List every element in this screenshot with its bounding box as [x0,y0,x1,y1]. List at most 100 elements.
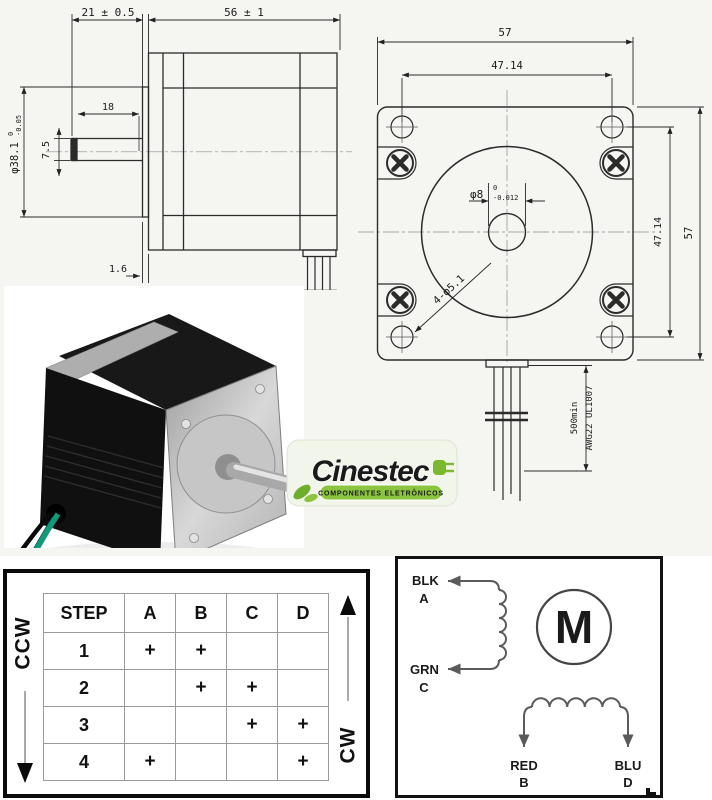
pilot-boss [141,86,150,218]
motor-photo [4,286,304,548]
phase-cell [226,743,278,781]
laminations [43,435,165,509]
cw-label-wrap: CW [332,709,364,781]
centerlines [358,90,658,362]
leaf-icon [304,493,318,503]
side-view-dim-lines [20,14,341,283]
coil-a-c [448,575,507,675]
phase-cell [124,706,176,744]
phase-cell [277,669,329,707]
front-view-drawing: 57 47.14 φ8 0 -0.012 4-φ5.1 47.14 57 500… [358,26,704,501]
dim-shaft-tol-lower: -0.012 [493,194,518,202]
terminal-red: RED [510,758,537,773]
lead-spec-note: AWG22 UL1007 [585,385,595,450]
shaft-circle [487,212,527,252]
terminal-blk: BLK [412,573,439,588]
step-number: 2 [43,669,125,707]
shaft-end-face [70,137,78,162]
col-header-d: D [277,593,329,633]
dim-pilot-dia: φ38.1 [9,142,21,174]
table-row: 3 + + [43,706,329,744]
ccw-arrow-line [24,691,26,765]
ccw-label-wrap: CCW [7,599,41,687]
dim-shaft-dia: φ8 [470,188,483,201]
phase-cell [124,669,176,707]
dim-hole-spacing-right: 47.14 [653,217,664,247]
pilot-circle [420,145,594,319]
col-header-a: A [124,593,176,633]
terminal-blk-phase: A [419,591,429,606]
dim-flat-length: 18 [102,102,114,113]
phillips-screws [386,149,630,314]
dim-width: 57 [498,26,511,39]
terminal-grn-phase: C [419,680,429,695]
cw-label: CW [336,726,359,764]
dim-pilot-tol-upper: 0 [7,132,15,136]
corner-mark [646,788,656,795]
wiring-diagram: M BLK A GRN C RED B BLU D [410,573,656,795]
hole-crosshairs [386,111,628,353]
dim-height: 57 [683,227,695,240]
col-header-c: C [226,593,278,633]
phase-cell [226,632,278,670]
phase-cell [175,743,227,781]
lead-wires [493,367,521,501]
step-number: 3 [43,706,125,744]
phase-cell: + [124,632,176,670]
phase-cell: + [277,706,329,744]
dim-boss-thickness: 1.6 [109,264,127,275]
brand-logo: Cinestec COMPONENTES ELETRÔNICOS [286,439,458,507]
ccw-arrow-head [17,763,33,783]
lead-wire-bushing [302,249,337,258]
coil-b-d [518,697,634,747]
cw-arrow-line [347,617,349,701]
phase-cell [277,632,329,670]
phase-cell [175,706,227,744]
dim-shaft-total: 21 ± 0.5 [82,6,135,19]
dim-body-length: 56 ± 1 [224,6,264,19]
terminal-red-phase: B [519,775,528,790]
lead-length-note: 500min [570,402,580,435]
table-row: 4 + + [43,743,329,781]
brand-name: Cinestec [311,455,429,488]
shaft-highlight [233,464,297,485]
flange-screws [181,384,273,543]
shaft [226,462,304,494]
motor-side-outline [70,52,338,290]
wire-black [20,512,52,548]
motor-symbol-label: M [555,601,593,653]
phase-cell: + [226,706,278,744]
col-header-b: B [175,593,227,633]
dim-shaft-dia: 7.5 [41,141,52,159]
side-view-drawing: 21 ± 0.5 56 ± 1 18 7.5 φ38.1 0 -0.05 1.6 [7,6,352,290]
brand-tagline: COMPONENTES ELETRÔNICOS [318,489,444,498]
leaf-icon [293,484,311,500]
terminal-blu-phase: D [623,775,632,790]
phase-cell: + [175,669,227,707]
wiring-diagram-panel: M BLK A GRN C RED B BLU D [395,556,663,798]
table-header-row: STEP A B C D [43,593,329,633]
wire-green [34,512,61,548]
terminal-blu: BLU [615,758,642,773]
phase-cell: + [175,632,227,670]
step-number: 4 [43,743,125,781]
phase-cell: + [277,743,329,781]
motor-front-outline [376,106,634,501]
dim-pilot-tol-lower: -0.05 [15,115,23,136]
cw-arrow-head [340,595,356,615]
phase-cell: + [124,743,176,781]
lead-wire-bushing [485,359,529,368]
dim-hole-spacing-top: 47.14 [491,60,523,72]
motor-top-face [59,314,276,410]
step-table: STEP A B C D 1 + + 2 + [43,593,329,781]
col-header-step: STEP [43,593,125,633]
table-row: 2 + + [43,669,329,707]
phase-cell: + [226,669,278,707]
dim-shaft-tol-upper: 0 [493,184,497,192]
ccw-label: CCW [12,616,35,670]
terminal-grn: GRN [410,662,439,677]
motor-left-face [40,368,166,548]
plug-icon [433,460,454,475]
motor-symbol-circle [535,588,613,666]
